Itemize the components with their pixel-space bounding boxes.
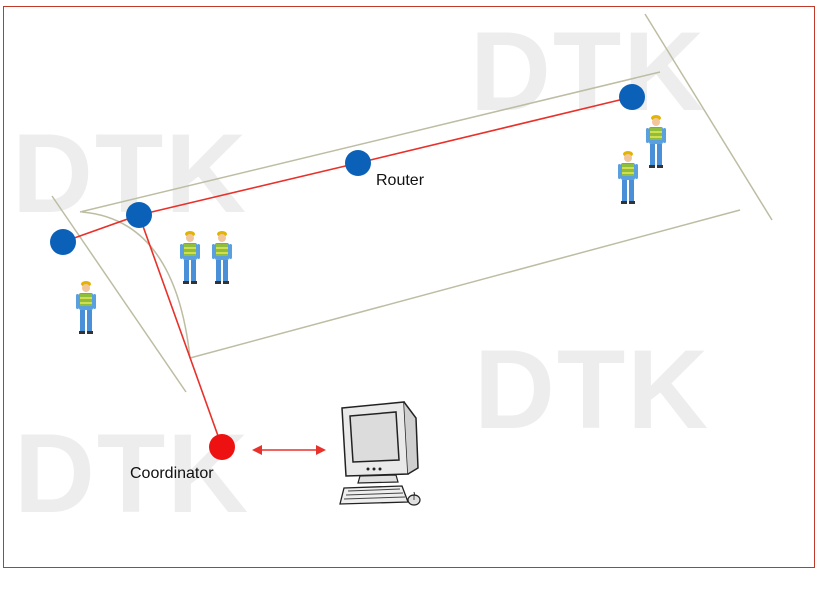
coordinator-node <box>209 434 235 460</box>
node-circle <box>50 229 76 255</box>
watermark-bottom-left: DTK <box>14 411 251 536</box>
watermark-bottom-right: DTK <box>474 327 711 452</box>
tunnel-wall-right <box>644 13 773 221</box>
tunnel-wall-branch <box>51 195 187 393</box>
router-node <box>345 150 371 176</box>
node-circle <box>619 84 645 110</box>
desktop-computer-icon <box>339 401 421 506</box>
worker-icon <box>645 114 667 169</box>
tunnel-wall-bottom <box>189 209 741 359</box>
tunnel-walls <box>51 13 773 393</box>
nodes <box>50 84 645 460</box>
router-label: Router <box>376 172 425 189</box>
worker-icon <box>75 280 97 335</box>
link-node2-router <box>138 162 359 216</box>
node-circle <box>126 202 152 228</box>
worker-icon <box>179 230 201 285</box>
worker-icon <box>211 230 233 285</box>
tunnel-wall-top <box>79 71 661 213</box>
diagram-frame <box>3 6 815 568</box>
link-node1-node2 <box>62 214 140 243</box>
coordinator-label: Coordinator <box>130 465 214 482</box>
tunnel-curve <box>81 211 191 359</box>
worker-icon <box>617 150 639 205</box>
double-arrow <box>252 445 326 455</box>
link-node2-coordinator <box>138 214 223 448</box>
wireless-links <box>62 96 633 448</box>
link-router-node4 <box>357 96 633 164</box>
